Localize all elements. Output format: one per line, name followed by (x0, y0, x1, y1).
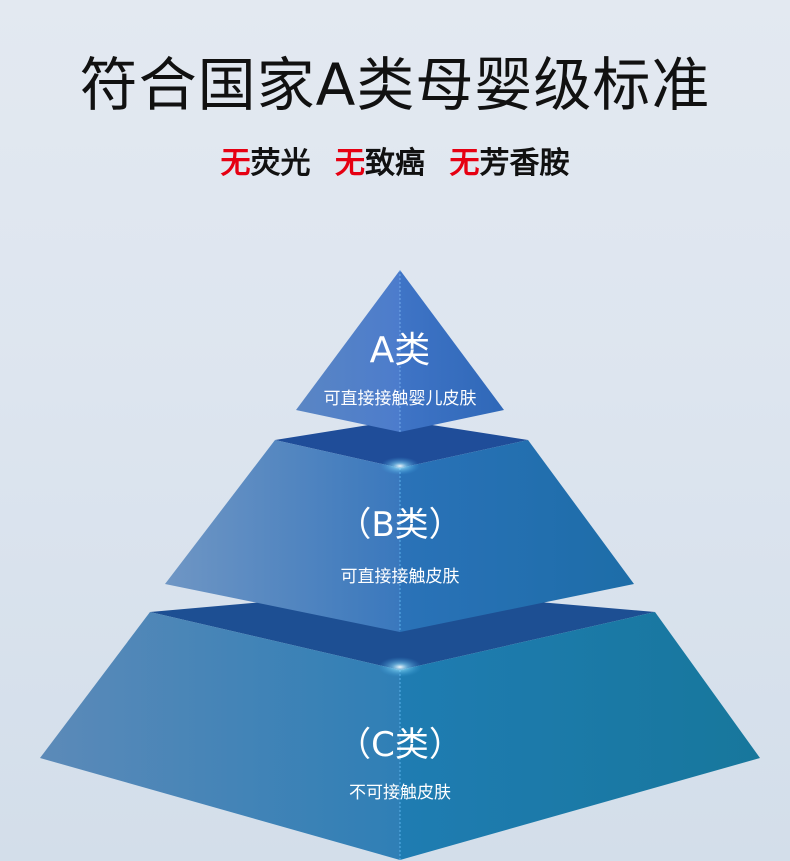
feature-tags: 无荧光 无致癌 无芳香胺 (0, 138, 790, 182)
tag-no-fluorescence: 无荧光 (221, 138, 311, 182)
tag-text: 致癌 (365, 146, 425, 181)
tag-text: 荧光 (250, 146, 311, 181)
tier-b-left-face (165, 440, 400, 632)
tier-b-subtitle: 可直接接触皮肤 (341, 567, 460, 587)
page-title: 符合国家A类母婴级标准 (79, 51, 711, 119)
tier-a-subtitle: 可直接接触婴儿皮肤 (324, 389, 477, 409)
tier-b-glow (380, 457, 420, 475)
tag-prefix: 无 (220, 146, 251, 181)
tag-text: 芳香胺 (479, 146, 570, 181)
tier-b-right-face (400, 440, 634, 632)
tier-b-title: （B类） (337, 505, 462, 545)
tier-b-top-face (275, 420, 528, 468)
tag-prefix: 无 (335, 146, 365, 181)
tag-no-aromatic-amine: 无芳香胺 (449, 138, 569, 182)
tier-c-right-face (400, 612, 760, 860)
tier-b (165, 420, 634, 632)
tier-c-subtitle: 不可接触皮肤 (349, 783, 451, 803)
tier-a (296, 270, 504, 432)
tier-c-glow (378, 657, 422, 677)
tier-a-right-face (400, 270, 504, 432)
tier-c-left-face (40, 612, 400, 860)
tier-c-title: （C类） (337, 725, 463, 765)
tag-no-carcinogen: 无致癌 (335, 138, 425, 182)
tier-a-left-face (296, 270, 400, 432)
tier-a-title: A类 (370, 330, 431, 371)
tag-prefix: 无 (449, 146, 480, 181)
